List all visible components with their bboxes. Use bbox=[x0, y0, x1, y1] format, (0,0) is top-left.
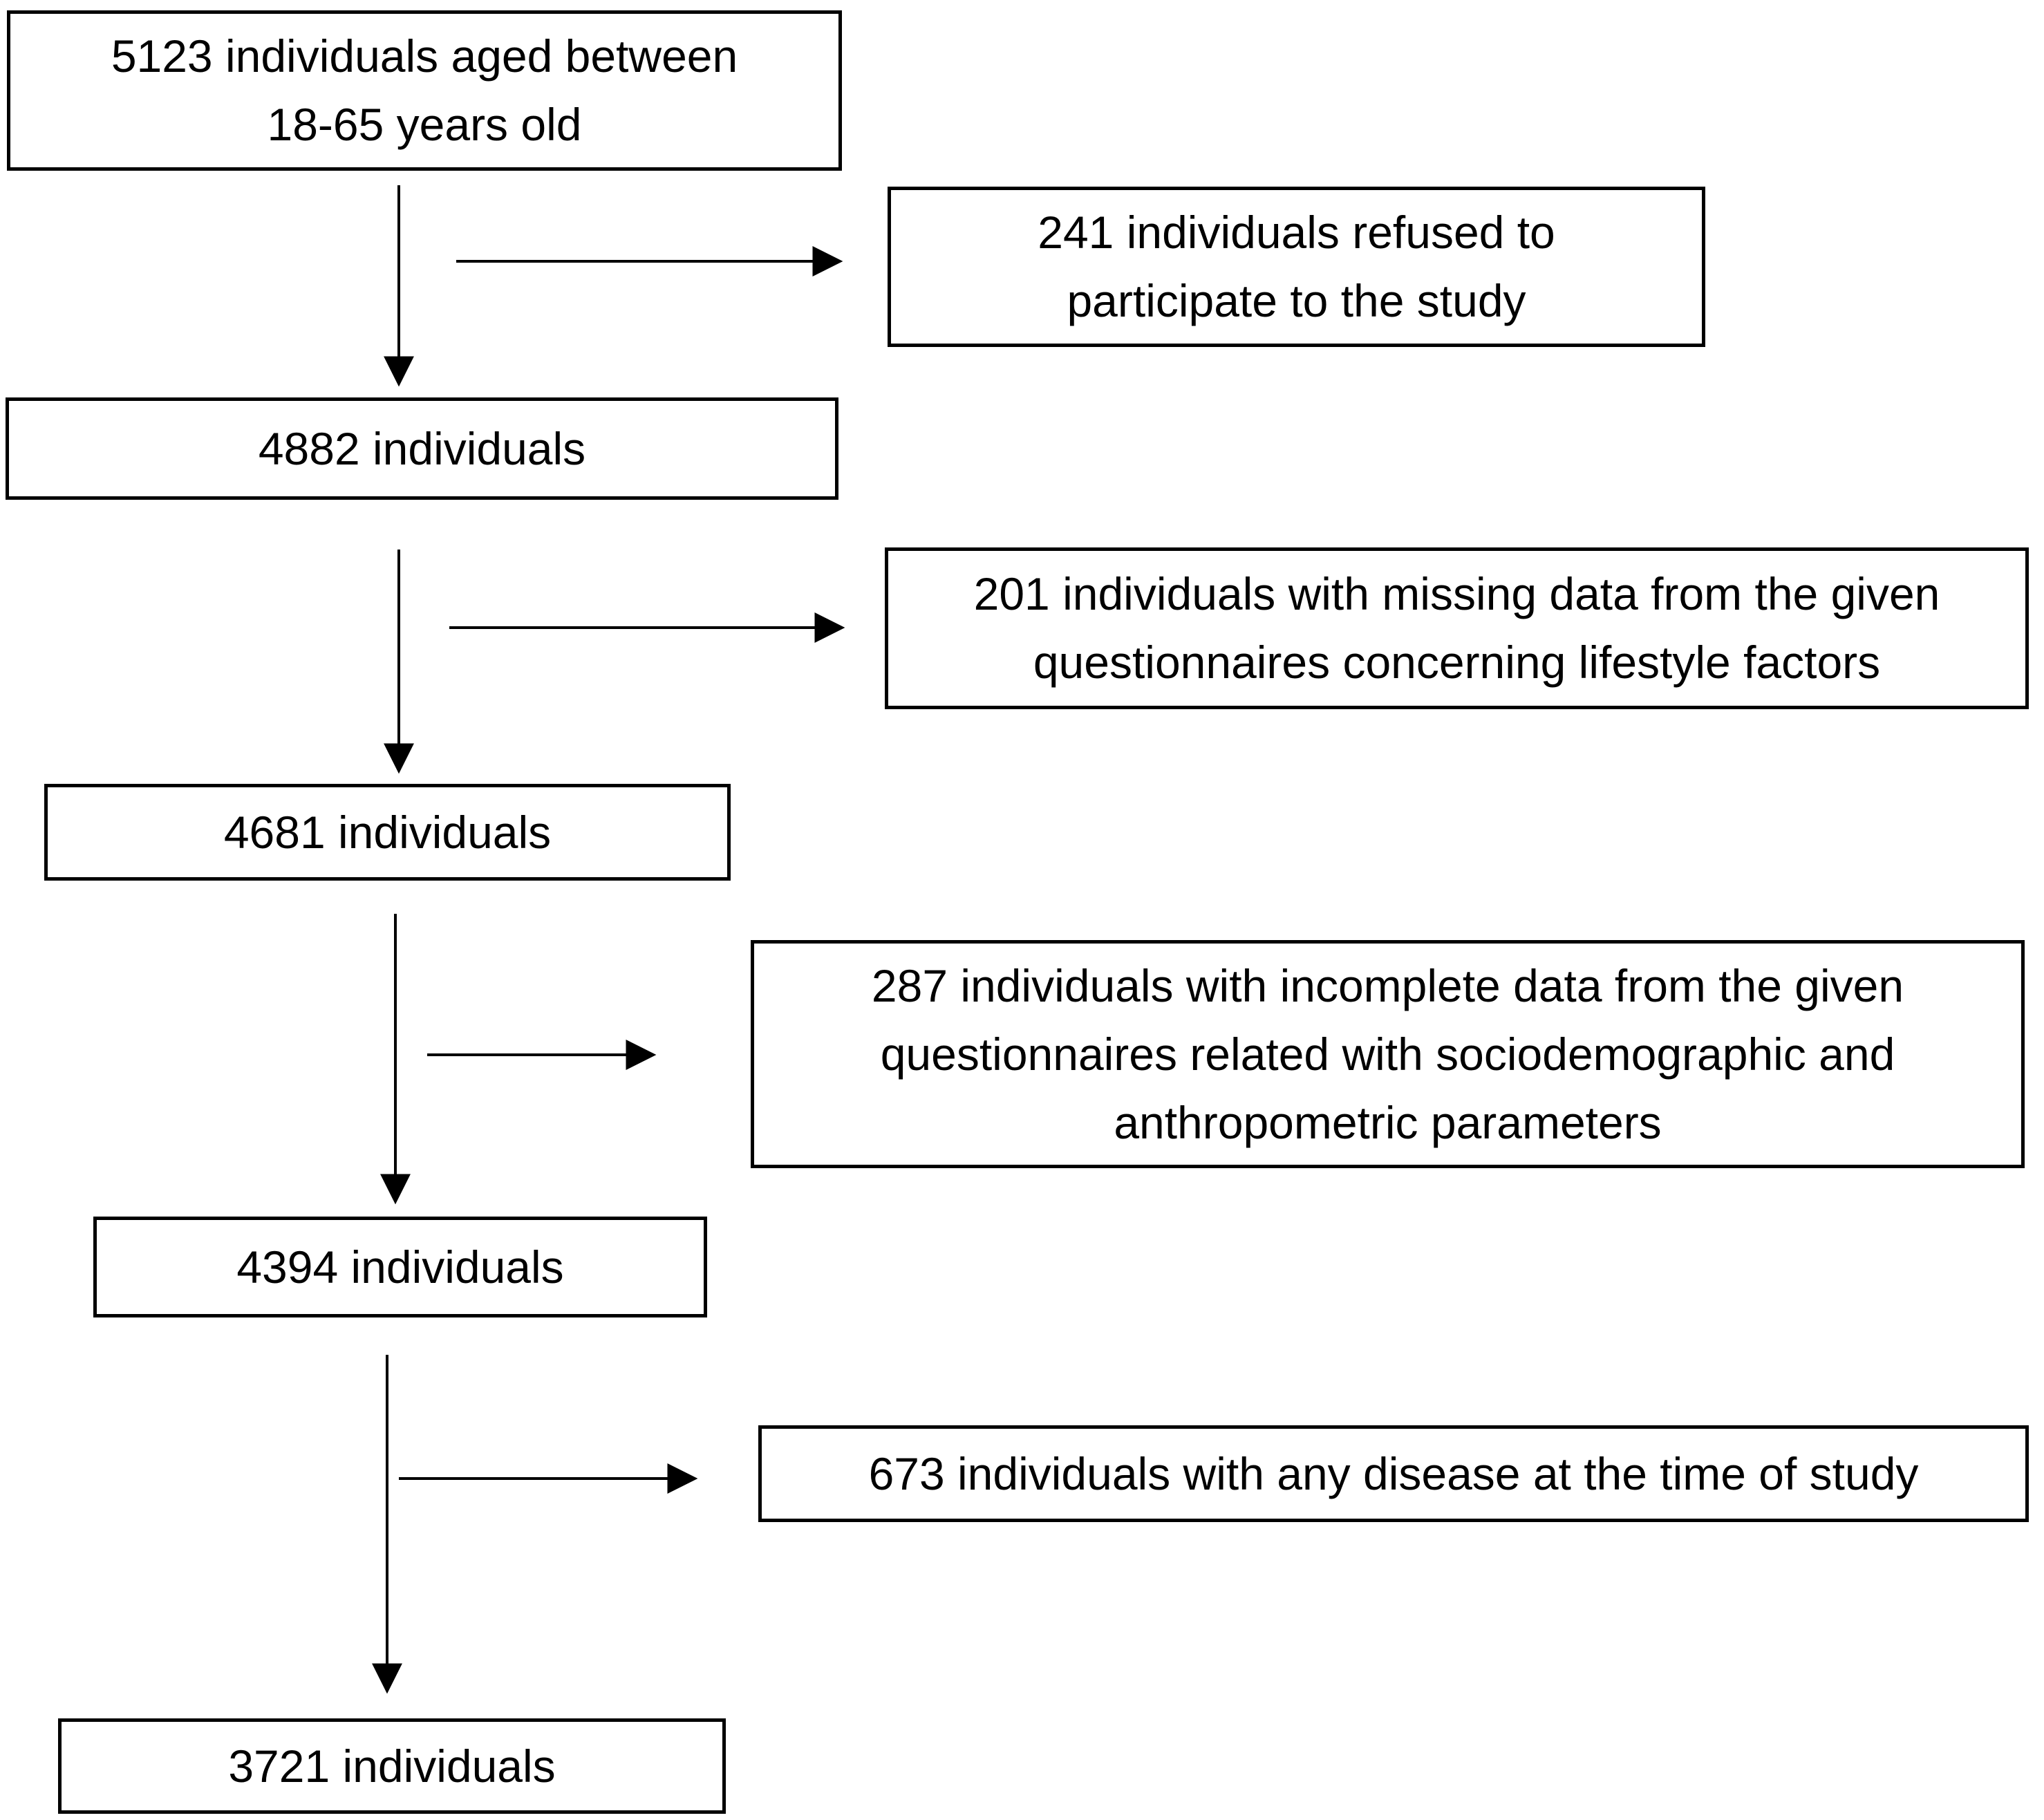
box-excluded-241-label: 241 individuals refused to participate t… bbox=[1038, 207, 1555, 326]
box-cohort-4681-label: 4681 individuals bbox=[223, 806, 552, 858]
box-excluded-673: 673 individuals with any disease at the … bbox=[758, 1425, 2029, 1522]
box-excluded-201-label: 201 individuals with missing data from t… bbox=[973, 568, 1940, 688]
box-cohort-4882: 4882 individuals bbox=[6, 397, 838, 500]
box-excluded-287: 287 individuals with incomplete data fro… bbox=[751, 940, 2025, 1168]
box-cohort-3721: 3721 individuals bbox=[58, 1718, 726, 1814]
box-excluded-241: 241 individuals refused to participate t… bbox=[888, 187, 1705, 347]
box-cohort-4882-label: 4882 individuals bbox=[258, 422, 586, 474]
box-excluded-673-label: 673 individuals with any disease at the … bbox=[868, 1447, 1919, 1499]
box-cohort-4394-label: 4394 individuals bbox=[236, 1241, 564, 1293]
box-cohort-4394: 4394 individuals bbox=[93, 1217, 707, 1317]
box-cohort-4681: 4681 individuals bbox=[44, 784, 731, 881]
box-cohort-5123-label: 5123 individuals aged between 18-65 year… bbox=[111, 30, 738, 150]
box-excluded-201: 201 individuals with missing data from t… bbox=[885, 547, 2029, 709]
box-cohort-3721-label: 3721 individuals bbox=[228, 1740, 556, 1792]
box-excluded-287-label: 287 individuals with incomplete data fro… bbox=[871, 959, 1904, 1148]
box-cohort-5123: 5123 individuals aged between 18-65 year… bbox=[7, 10, 842, 171]
